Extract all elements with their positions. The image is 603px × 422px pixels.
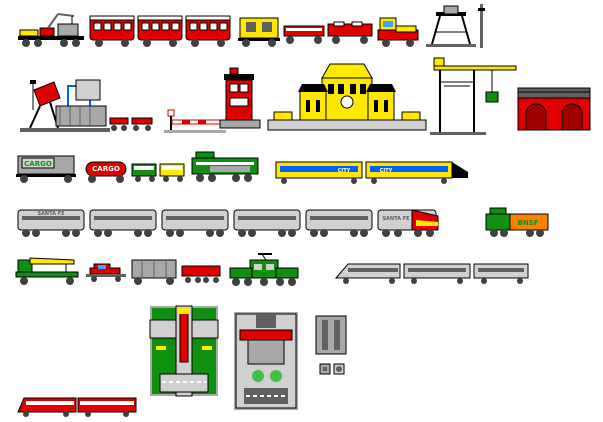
red-hopper-wagon xyxy=(180,264,222,286)
level-crossing-barrier xyxy=(164,108,226,134)
green-cargo-wagons xyxy=(130,162,186,184)
high-speed-train xyxy=(334,258,530,286)
signal-box-tower xyxy=(218,66,262,132)
warbonnet-locomotive: SANTA FE xyxy=(376,206,440,238)
silver-coach-2 xyxy=(88,208,158,238)
silver-coach-5 xyxy=(304,208,374,238)
green-electric-crocodile xyxy=(228,252,300,288)
station-platform-tile xyxy=(234,312,298,410)
cargo-tank-red: CARGO xyxy=(84,160,128,184)
gantry-crane-small xyxy=(426,4,488,48)
crossing-tile xyxy=(149,305,219,397)
silver-coach-4 xyxy=(232,208,302,238)
gray-tile-block xyxy=(315,315,347,355)
cargo-label: CARGO xyxy=(92,165,120,173)
bnsf-locomotive: BNSF xyxy=(484,206,550,238)
red-passenger-train xyxy=(89,14,234,48)
locomotive-shed xyxy=(516,86,592,132)
cargo-wagon-gray: CARGO xyxy=(16,154,76,184)
santafe-label: SANTA FE xyxy=(382,216,410,222)
silver-coach-1: SANTA FE xyxy=(16,208,86,238)
yellow-shunter-locomotive xyxy=(376,16,420,48)
red-car-on-flatbed xyxy=(86,262,126,284)
dockside-crane xyxy=(20,76,110,134)
yellow-box-car xyxy=(238,14,280,48)
crane-wagon-green xyxy=(14,254,84,286)
small-tile-b xyxy=(333,363,345,375)
cargo-label: CARGO xyxy=(24,160,52,168)
coach-label: SANTA FE xyxy=(37,211,65,217)
intercity-train: CITY CITY xyxy=(274,160,470,186)
silver-coach-3 xyxy=(160,208,230,238)
intercity-label: CITY xyxy=(338,168,351,174)
red-wagon-set xyxy=(282,21,374,48)
red-regional-railcar xyxy=(16,396,138,418)
yellow-railway-station xyxy=(267,62,427,134)
bnsf-label: BNSF xyxy=(517,219,538,227)
small-tile-a xyxy=(319,363,331,375)
container-gantry-crane xyxy=(430,56,517,136)
gray-box-wagon xyxy=(130,258,178,286)
green-diesel-locomotive xyxy=(190,150,260,184)
crane-flatcar xyxy=(18,13,86,48)
intercity-label: CITY xyxy=(380,168,393,174)
red-flatcar-pair xyxy=(108,114,154,134)
